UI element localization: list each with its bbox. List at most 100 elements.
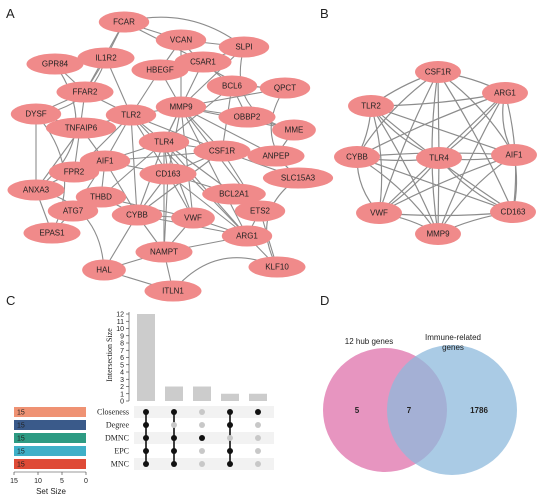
upset-dot-filled: [171, 409, 177, 415]
network-a-node-label: BCL6: [222, 82, 243, 91]
upset-bars: [137, 314, 267, 401]
network-b-node-ellipse: [356, 202, 402, 224]
upset-set-size-bar: [14, 459, 86, 469]
network-a-node-label: VWF: [184, 214, 202, 223]
network-a-node: NAMPT: [135, 241, 193, 263]
network-a-node: VWF: [171, 207, 215, 229]
network-b-node-label: CSF1R: [425, 68, 451, 77]
upset-set-size-bar: [14, 446, 86, 456]
network-a-node-ellipse: [155, 96, 207, 118]
upset-dot-filled: [227, 448, 233, 454]
network-a-node-ellipse: [135, 241, 193, 263]
network-a-node-ellipse: [218, 106, 276, 128]
venn-right-label-line: Immune-related: [425, 333, 481, 342]
upset-matrix: [134, 406, 274, 470]
upset-dot-filled: [143, 409, 149, 415]
panel-label-b: B: [320, 6, 329, 21]
upset-dot-empty: [199, 461, 205, 467]
network-a-node: CD163: [139, 163, 197, 185]
upset-set-size-value: 15: [17, 449, 25, 456]
network-a-node-label: EPAS1: [39, 229, 65, 238]
network-a-node-label: FFAR2: [73, 88, 98, 97]
upset-dot-filled: [143, 448, 149, 454]
upset-dot-empty: [199, 422, 205, 428]
network-a-node: FPR2: [48, 161, 100, 183]
network-a-node: BCL2A1: [202, 183, 266, 205]
network-a-node-label: CYBB: [126, 211, 148, 220]
network-a-node: FFAR2: [56, 81, 114, 103]
network-a-edge: [130, 114, 138, 216]
panel-label-c: C: [6, 293, 15, 308]
network-b-node-label: TLR4: [429, 154, 449, 163]
network-a-node-label: SLPI: [235, 43, 252, 52]
network-a-node: FCAR: [98, 11, 150, 33]
upset-dot-empty: [171, 422, 177, 428]
network-a-node-label: ARG1: [236, 232, 258, 241]
network-b-node-ellipse: [491, 144, 537, 166]
upset-y-tick-label: 2: [120, 384, 124, 391]
set-size-tick-label: 0: [84, 478, 88, 485]
network-b-node-ellipse: [348, 95, 394, 117]
network-a-node-ellipse: [139, 163, 197, 185]
network-b-edge: [437, 92, 506, 235]
upset-set-name: DMNC: [105, 434, 129, 443]
network-a-node-label: ANPEP: [262, 152, 289, 161]
network-a-node-ellipse: [105, 104, 157, 126]
upset-y-tick-label: 0: [120, 399, 124, 406]
network-a-node-ellipse: [144, 280, 202, 302]
network-b-node: TLR2: [348, 95, 394, 117]
network-b-edge: [370, 105, 383, 214]
network-a-node-ellipse: [10, 103, 62, 125]
network-b-node-ellipse: [415, 61, 461, 83]
network-a-node-ellipse: [202, 183, 266, 205]
network-a-node-ellipse: [248, 256, 306, 278]
network-a-edge: [167, 173, 248, 237]
upset-y-tick-label: 11: [117, 319, 124, 326]
upset-set-name: EPC: [114, 447, 129, 456]
network-a-node-label: VCAN: [170, 36, 192, 45]
network-a-node: CYBB: [111, 204, 163, 226]
upset-set-size-bar: [14, 433, 86, 443]
network-a-node-label: MMP9: [169, 103, 193, 112]
venn-right-only-count: 1786: [470, 406, 488, 415]
network-a-edge: [163, 173, 169, 253]
network-a-node: SLPI: [218, 36, 270, 58]
network-a-node-ellipse: [193, 140, 251, 162]
network-a-node-ellipse: [26, 53, 84, 75]
upset-bar: [137, 314, 155, 401]
upset-y-tick-label: 5: [120, 362, 124, 369]
network-b-node: CSF1R: [415, 61, 461, 83]
upset-y-tick-label: 1: [120, 391, 124, 398]
upset-y-tick-label: 7: [120, 348, 124, 355]
network-a-node-ellipse: [218, 36, 270, 58]
upset-bar: [221, 393, 239, 401]
network-a-node-label: IL1R2: [95, 54, 117, 63]
upset-y-tick-label: 12: [116, 312, 124, 319]
upset-set-size-bar: [14, 420, 86, 430]
network-a-node-label: CD163: [156, 170, 181, 179]
network-a-node-ellipse: [131, 59, 189, 81]
network-a-node-ellipse: [77, 47, 135, 69]
network-a-node-label: SLC15A3: [281, 174, 316, 183]
upset-dot-empty: [199, 409, 205, 415]
network-a-node: ITLN1: [144, 280, 202, 302]
upset-y-axis-label: Intersection Size: [105, 328, 114, 382]
upset-y-tick-label: 6: [120, 355, 124, 362]
network-a-node-label: CSF1R: [209, 147, 235, 156]
network-a-node: QPCT: [259, 77, 311, 99]
network-a-edge: [180, 106, 248, 237]
network-a-node-ellipse: [98, 11, 150, 33]
network-a-node-ellipse: [234, 200, 286, 222]
upset-dot-filled: [171, 461, 177, 467]
network-b-node: CYBB: [334, 146, 380, 168]
network-b-edge: [437, 71, 514, 213]
network-a-node-ellipse: [111, 204, 163, 226]
network-a-node-label: MME: [285, 126, 304, 135]
upset-dot-filled: [171, 435, 177, 441]
